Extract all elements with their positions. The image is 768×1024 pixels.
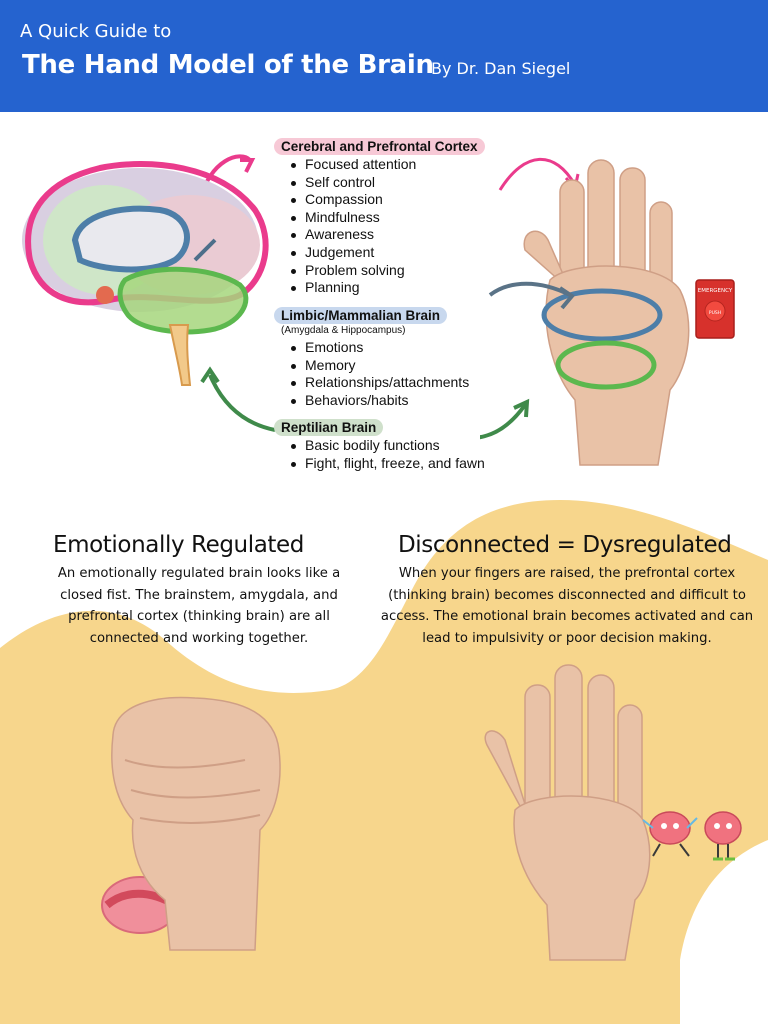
- emergency-button-icon: EMERGENCY PUSH: [695, 279, 735, 339]
- raised-hand-illustration: [484, 664, 742, 961]
- regulated-body: An emotionally regulated brain looks lik…: [57, 566, 341, 646]
- open-hand-illustration: EMERGENCY PUSH: [480, 157, 735, 466]
- author-byline: By Dr. Dan Siegel: [431, 59, 571, 78]
- limbic-label: Limbic/Mammalian Brain: [274, 307, 448, 324]
- cortex-label: Cerebral and Prefrontal Cortex: [274, 138, 485, 155]
- running-brain-icon: [642, 811, 698, 857]
- reptilian-list: Basic bodily functions Fight, flight, fr…: [285, 437, 485, 472]
- list-item: Problem solving: [285, 262, 416, 280]
- scared-brain-icon: [704, 811, 742, 861]
- limbic-note: (Amygdala & Hippocampus): [281, 325, 406, 336]
- list-item: Compassion: [285, 191, 416, 209]
- list-item: Focused attention: [285, 156, 416, 174]
- regulated-heading: Emotionally Regulated: [53, 532, 304, 558]
- reptilian-label: Reptilian Brain: [274, 419, 384, 436]
- list-item: Basic bodily functions: [285, 437, 485, 455]
- reptilian-arrow-icon: [200, 366, 220, 384]
- svg-text:EMERGENCY: EMERGENCY: [698, 288, 733, 294]
- list-item: Relationships/attachments: [285, 374, 469, 392]
- brain-illustration: [22, 154, 276, 432]
- cortex-arrow-icon: [240, 158, 256, 173]
- list-item: Awareness: [285, 226, 416, 244]
- page-title: The Hand Model of the Brain: [22, 50, 434, 80]
- disconnected-body: When your fingers are raised, the prefro…: [380, 566, 754, 646]
- list-item: Judgement: [285, 244, 416, 262]
- header-banner: A Quick Guide to The Hand Model of the B…: [0, 0, 768, 112]
- list-item: Behaviors/habits: [285, 392, 469, 410]
- list-item: Memory: [285, 357, 469, 375]
- disconnected-heading: Disconnected = Dysregulated: [398, 532, 732, 558]
- svg-text:PUSH: PUSH: [709, 310, 721, 316]
- limbic-list: Emotions Memory Relationships/attachment…: [285, 339, 469, 409]
- closed-fist-illustration: [101, 696, 281, 951]
- list-item: Self control: [285, 174, 416, 192]
- list-item: Fight, flight, freeze, and fawn: [285, 455, 485, 473]
- list-item: Mindfulness: [285, 209, 416, 227]
- list-item: Emotions: [285, 339, 469, 357]
- list-item: Planning: [285, 279, 416, 297]
- cortex-list: Focused attention Self control Compassio…: [285, 156, 416, 297]
- header-kicker: A Quick Guide to: [20, 21, 172, 42]
